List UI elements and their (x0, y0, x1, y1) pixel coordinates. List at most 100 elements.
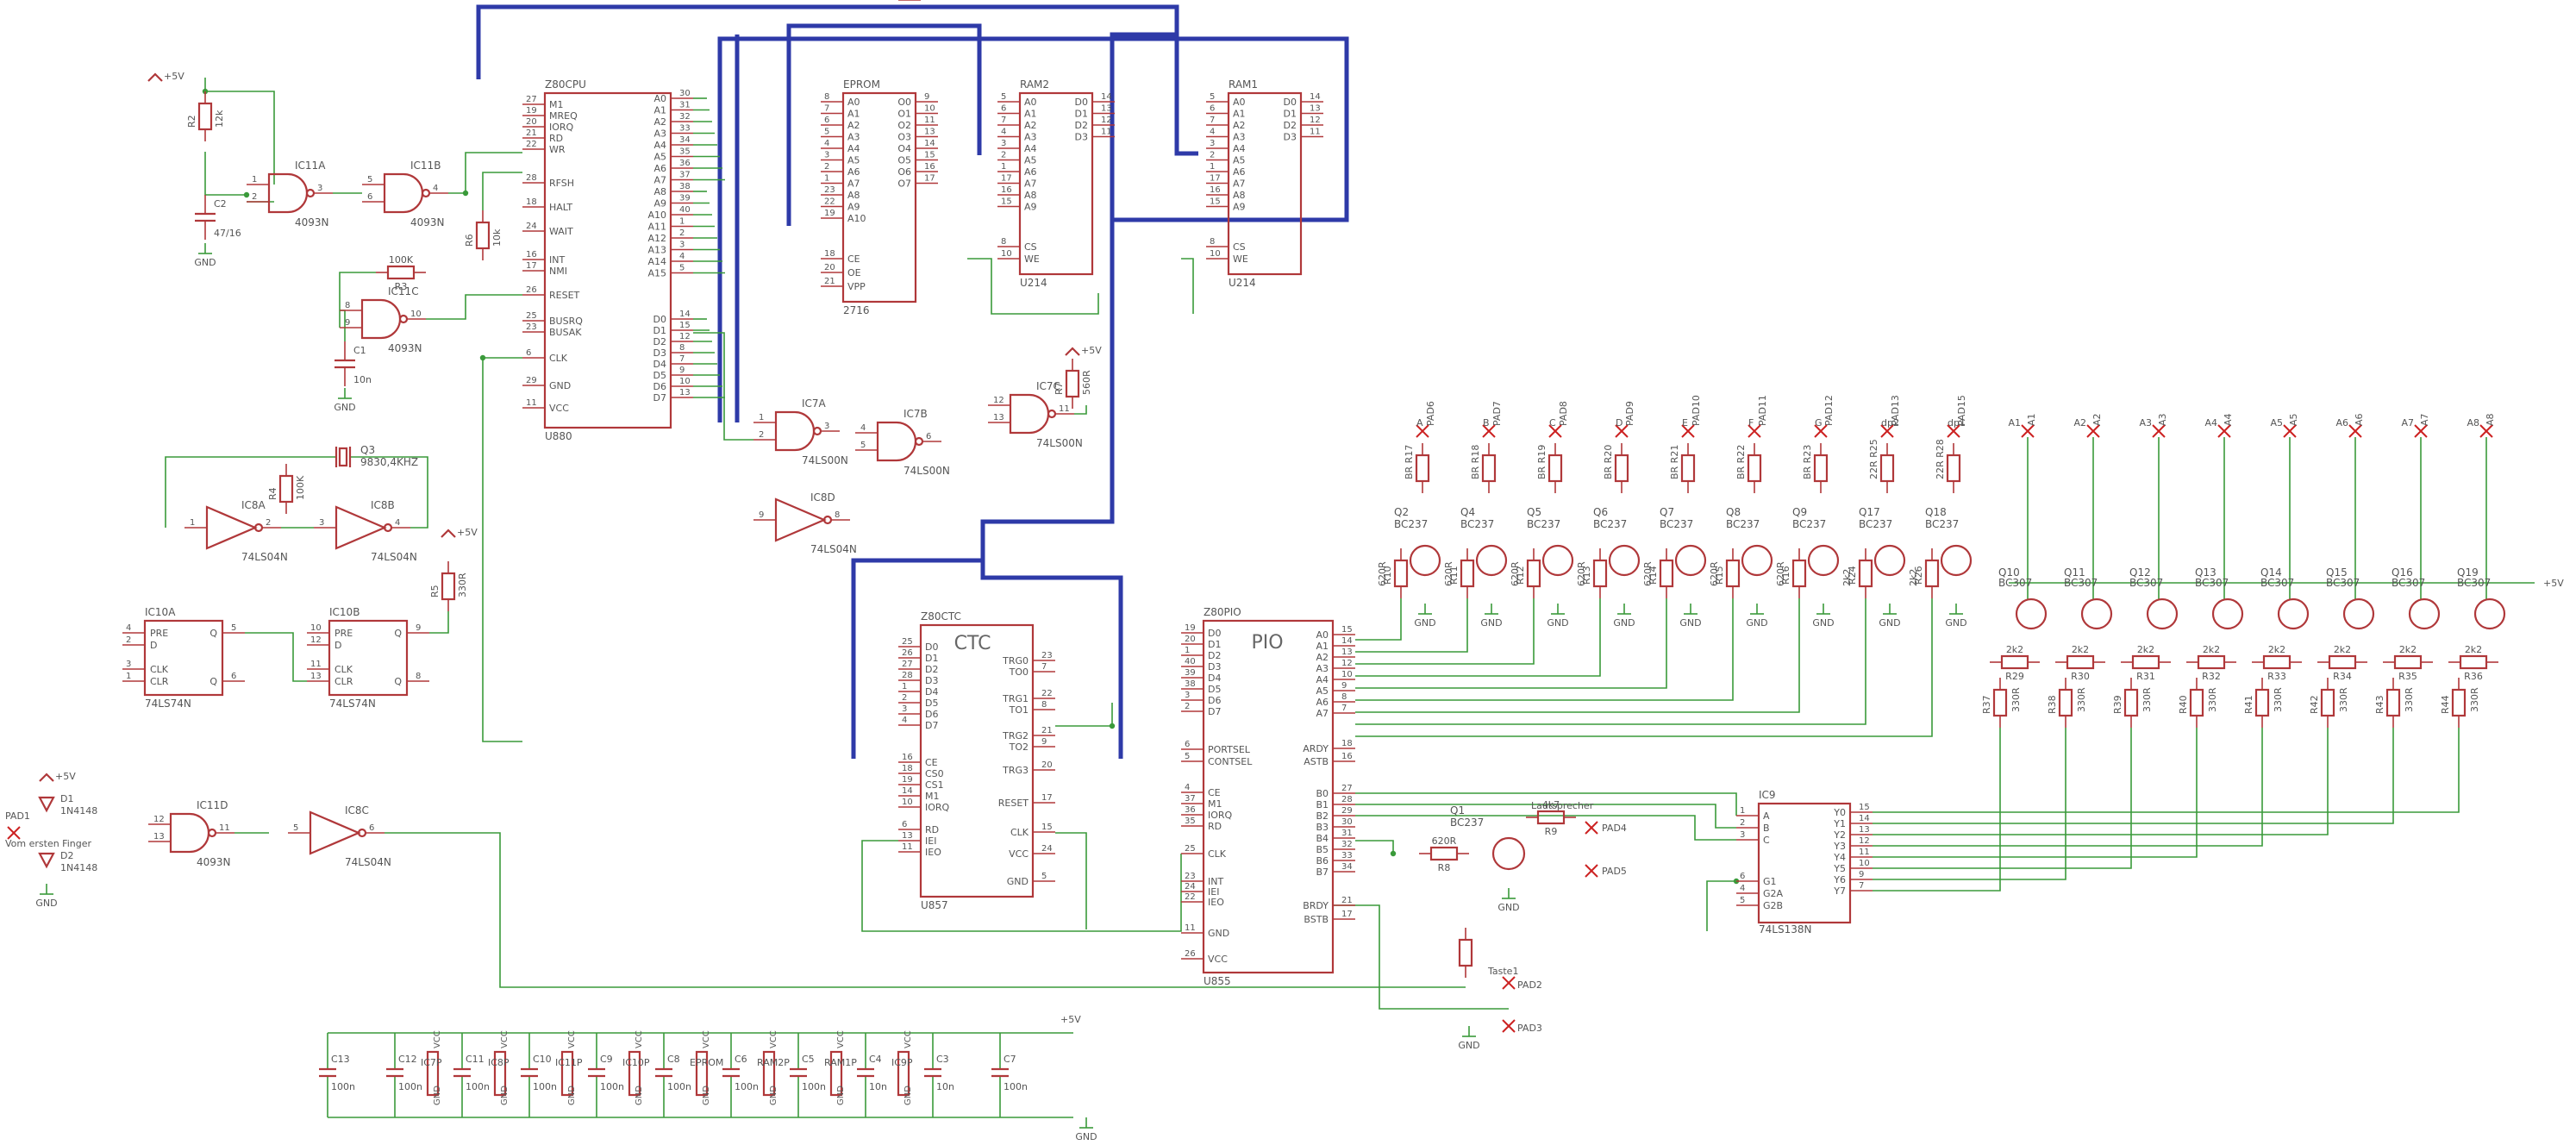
ram1-pin-label: D2 (1284, 120, 1297, 131)
seg-transistor (1541, 544, 1574, 577)
resistor-name: R38 (2047, 695, 2058, 714)
gate-name: IC11A (295, 160, 326, 172)
ff-pin-number: 9 (416, 623, 421, 633)
pad-mark (1548, 424, 1562, 438)
ctc-pin-label: D0 (925, 641, 938, 653)
transistor-q1 (1491, 836, 1526, 871)
ic-power-vcc: VCC (836, 1030, 846, 1048)
resistor-value: 2k2 (2137, 644, 2154, 655)
resistor-name: R16 (1780, 566, 1791, 585)
pio-value: U855 (1204, 975, 1231, 987)
digit-resistor (2000, 654, 2029, 670)
ctc-pin-label: D4 (925, 686, 938, 698)
gate-pin-number: 11 (219, 823, 230, 833)
pad1-note: Vom ersten Finger (5, 838, 91, 849)
ctc-pin-number: 13 (902, 831, 913, 841)
gnd-label: GND (1945, 617, 1966, 629)
seg-label: C (1549, 417, 1556, 429)
gate-name: IC8C (345, 804, 369, 817)
seg-base-resistor-value: 620R (1775, 561, 1786, 586)
seg-base-resistor (1924, 559, 1940, 588)
pad4-label: PAD4 (1602, 823, 1627, 834)
pad-mark (2414, 424, 2428, 438)
cpu-pin-number: 34 (679, 135, 691, 145)
resistor-name: BR R22 (1735, 445, 1747, 479)
gnd-label: GND (1414, 617, 1435, 629)
seg-pad-label: PAD12 (1823, 395, 1835, 426)
cpu-pin-label: D6 (653, 381, 666, 392)
ctc-pin-number: 8 (1041, 700, 1047, 710)
bridge-resistor (1547, 454, 1563, 483)
pad-mark (2217, 424, 2231, 438)
nand-gate (1009, 393, 1050, 435)
ram1-pin-number: 17 (1210, 174, 1221, 184)
ram2-pin-number: 6 (1001, 104, 1006, 114)
ram1-pin-label: D3 (1284, 132, 1297, 143)
gate-value: 4093N (295, 216, 329, 228)
ic-power-gnd: GND (903, 1086, 913, 1105)
resistor-r4 (278, 474, 294, 504)
pio-pin-number: 8 (1341, 692, 1347, 702)
diode-d1 (38, 796, 55, 813)
ctc-pin-label: D7 (925, 720, 938, 731)
pio-pin-number: 26 (1185, 949, 1196, 959)
data-bus (717, 36, 1349, 422)
ctc-pin-label: TRG2 (1002, 730, 1029, 741)
resistor-name: R33 (2267, 671, 2286, 682)
gate-bubble (914, 436, 924, 447)
ff-pin-label: Q (394, 628, 402, 639)
digit-pad-label: A5 (2288, 413, 2299, 426)
decoder-pin-label: Y1 (1833, 818, 1846, 829)
ctc-pin-number: 4 (902, 716, 907, 725)
capacitor-name: C1 (353, 345, 366, 356)
gate-pin-number: 3 (319, 518, 324, 528)
junction-dot (462, 190, 469, 197)
digit-base-resistor (2254, 688, 2270, 717)
eprom-pin-number: 14 (924, 139, 935, 148)
seg-transistor-name: Q7 (1660, 506, 1674, 518)
seg-transistor (1873, 544, 1906, 577)
ctc-pin-label: D2 (925, 664, 938, 675)
decoder-pin-label: Y3 (1833, 841, 1846, 852)
vcc-arrow (441, 529, 456, 538)
seg-drive-wire (1355, 598, 1601, 677)
pad5-label: PAD5 (1602, 866, 1627, 877)
digit-select-wire (1873, 728, 2263, 847)
ff-pin-label: PRE (150, 628, 168, 639)
digit-base-resistor-value: 330R (2469, 687, 2480, 712)
gate-value: 74LS04N (810, 543, 857, 555)
pad-mark (7, 826, 21, 840)
resistor-name: R41 (2243, 695, 2254, 714)
pio-pin-number: 23 (1185, 872, 1196, 881)
pio-pin-label: D3 (1208, 661, 1221, 673)
bridge-resistor (1614, 454, 1629, 483)
digit-transistor-value: BC307 (2457, 577, 2491, 589)
pad-mark (2479, 424, 2493, 438)
ctc-pin-label: IORQ (925, 802, 950, 813)
resistor-name: R7 (1054, 382, 1065, 395)
digit-pad-text: A2 (2073, 417, 2086, 429)
pio-pin-number: 32 (1341, 840, 1353, 849)
digit-select-wire (1873, 728, 2132, 869)
pio-dec-wire2 (1355, 804, 1736, 829)
gnd-label: GND (1613, 617, 1635, 629)
ram2-pin-number: 14 (1101, 92, 1112, 102)
address-bus (476, 4, 1198, 156)
vcc-arrow (39, 773, 54, 782)
ram2-pin-number: 12 (1101, 116, 1112, 125)
digit-transistor-name: Q13 (2195, 566, 2216, 579)
digit-base-resistor (2451, 688, 2467, 717)
cpu-pin-number: 26 (526, 285, 537, 295)
cpu-pin-number: 11 (526, 398, 537, 408)
seg-transistor (1608, 544, 1641, 577)
ctc-pin-number: 9 (1041, 737, 1047, 747)
ff-pin-label: CLR (335, 676, 353, 687)
seg-transistor (1807, 544, 1840, 577)
pio-pin-number: 34 (1341, 862, 1353, 872)
ctc-pin-number: 19 (902, 775, 913, 785)
ram1-pin-label: D1 (1284, 109, 1297, 120)
digit-base-resistor-value: 330R (2273, 687, 2284, 712)
bypass-cap-value: 100n (533, 1081, 557, 1092)
seg-base-resistor (1393, 559, 1409, 588)
